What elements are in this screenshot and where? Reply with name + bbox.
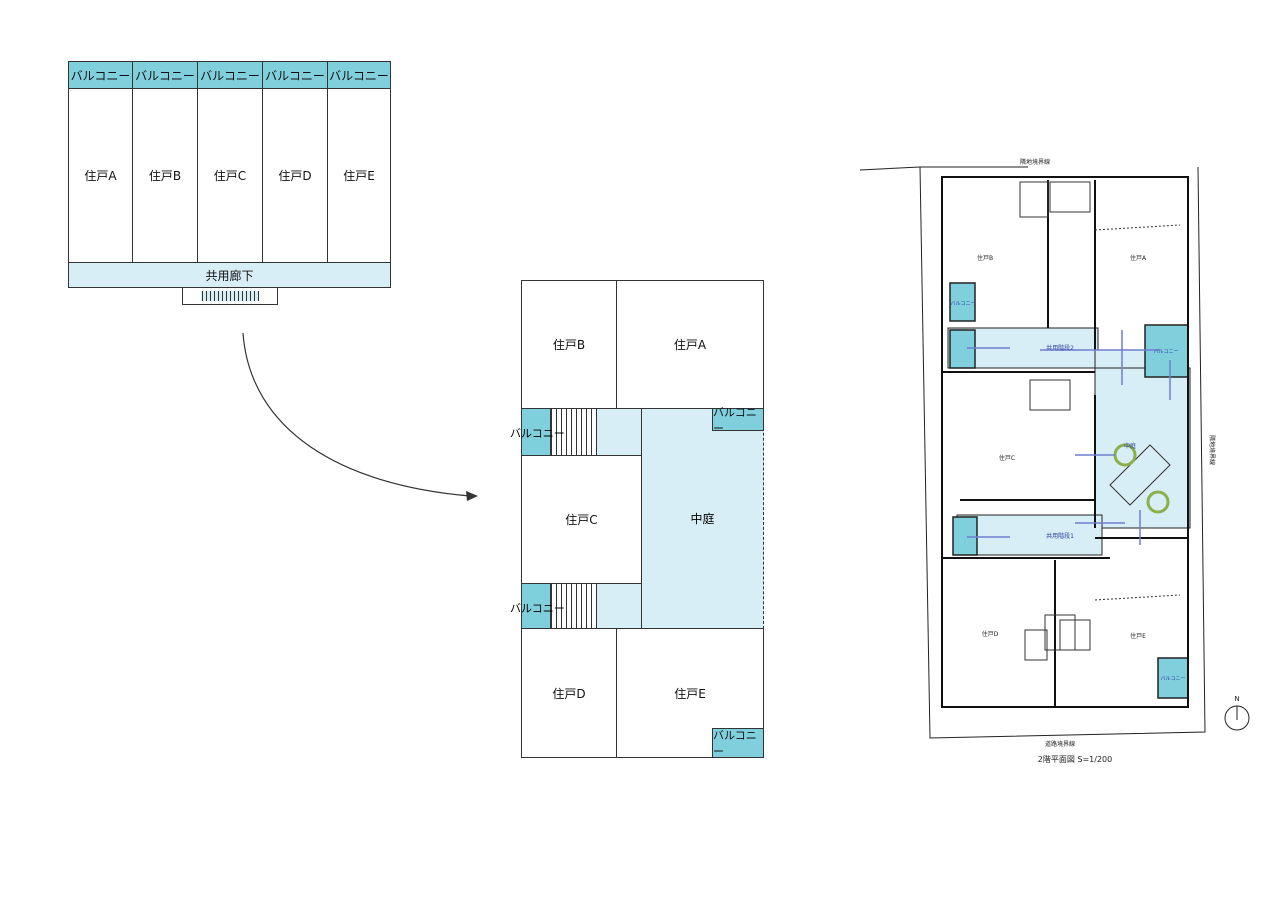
unit-c: 住戸C [521, 455, 642, 584]
balcony-b-area [521, 408, 551, 456]
plan-unit-e: 住戸E [1130, 632, 1146, 640]
right-boundary-label: 隣地境界線 [1208, 435, 1216, 465]
plan-unit-d: 住戸D [982, 630, 999, 638]
plan-unit-b: 住戸B [977, 254, 993, 262]
plan-unit-c: 住戸C [999, 454, 1015, 462]
courtyard: 中庭 [641, 408, 764, 629]
unit-d: 住戸D [521, 628, 617, 758]
north-label: N [1234, 695, 1239, 703]
unit-a: 住戸A [616, 280, 764, 409]
common-corridor: 共用廊下 [68, 262, 391, 288]
balcony-b-label: バルコニー [510, 427, 565, 440]
top-site-line [859, 166, 1028, 171]
top-boundary-label: 隣地境界線 [1020, 158, 1050, 166]
balcony-c-label: バルコニー [510, 602, 565, 615]
balconies [949, 282, 1189, 699]
plan-balcony-label: バルコニー [951, 301, 976, 307]
unit-e: 住戸E [616, 628, 764, 758]
stair-1-label: 共用階段2 [1046, 344, 1074, 352]
stair-1 [551, 408, 597, 456]
plan-courtyard: 中庭 [1124, 442, 1136, 450]
plan-caption: 2階平面図 S=1/200 [1038, 754, 1112, 764]
site-boundary [919, 166, 1206, 739]
stair [182, 287, 278, 305]
circulation-arrows [967, 330, 1171, 545]
balcony-c-area [521, 583, 551, 629]
floor-plan: 隣地境界線 道路境界線 隣地境界線 住戸B 住戸A 住戸C 住戸D 住戸E 中庭… [859, 158, 1250, 764]
plan-balcony-label: バルコニー [1161, 676, 1186, 682]
balcony-a: バルコニー [712, 406, 764, 435]
unit-b: 住戸B [521, 280, 617, 409]
plan-unit-a: 住戸A [1130, 254, 1147, 262]
plan-balcony-label: バルコニー [1154, 349, 1179, 355]
stair-2-label: 共用階段1 [1046, 532, 1074, 540]
north-arrow-icon [1224, 705, 1250, 731]
balcony-c: バルコニー [197, 61, 263, 89]
balcony-e: バルコニー [327, 61, 391, 89]
balcony-a: バルコニー [68, 61, 133, 89]
balcony-e: バルコニー [712, 728, 764, 758]
bottom-boundary-label: 道路境界線 [1045, 740, 1075, 748]
